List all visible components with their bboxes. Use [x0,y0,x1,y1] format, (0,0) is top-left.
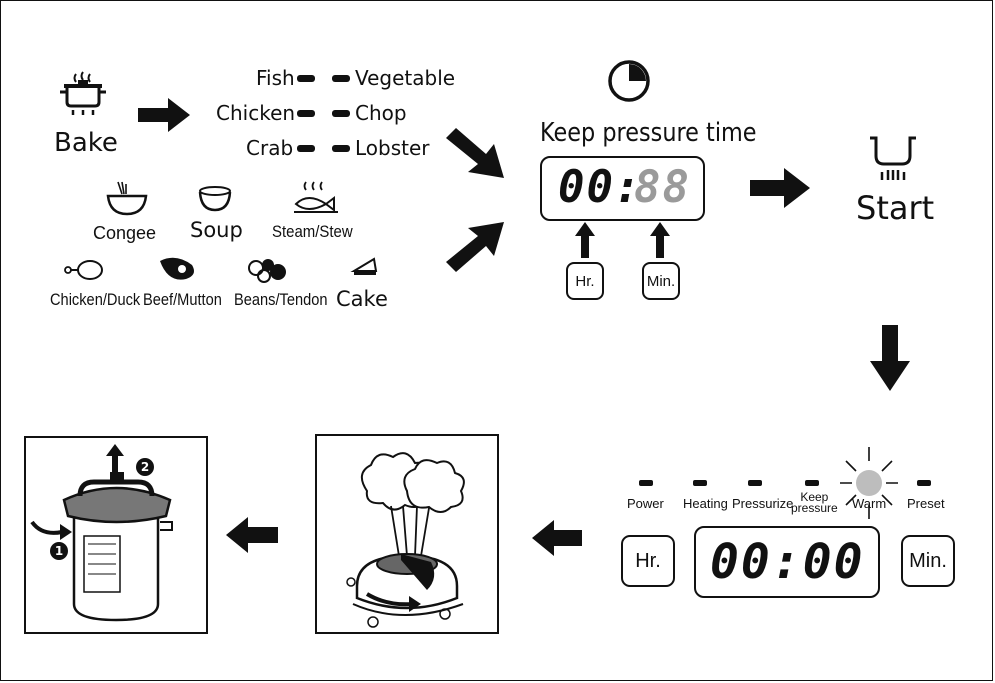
timer-display: 00 : 88 [540,156,705,221]
blinking-light-icon [840,447,898,519]
arrow-down-right-icon [446,128,504,178]
indicator-heating [693,480,707,486]
panel-display: 00:00 [694,526,880,598]
start-label: Start [856,189,935,227]
label-pressurize: Pressurize [732,496,794,511]
steam-release-valve-image [346,452,465,628]
program-soup: Soup [190,218,243,242]
beans-icon [248,259,286,283]
step-badge-1: 1 [50,542,68,560]
indicator-dash [332,145,350,152]
arrow-down-icon [870,325,910,391]
steam-fish-icon [294,181,338,213]
open-lid-panel: 2 1 [24,436,208,634]
cake-icon [350,257,378,275]
program-beef-mutton: Beef/Mutton [143,290,222,309]
meat-icon [160,257,194,280]
indicator-pressurize [748,480,762,486]
display-hours: 00 [558,162,615,213]
arrow-left-icon [226,517,278,553]
chicken-leg-icon [64,260,103,280]
program-chicken-duck: Chicken/Duck [50,290,141,309]
panel-display-time: 00:00 [710,534,865,590]
pot-burner-icon [870,136,916,180]
indicator-dash [297,110,315,117]
hour-button[interactable]: Hr. [621,535,675,587]
label-heating: Heating [683,496,728,511]
pressure-cooker-image [30,444,173,622]
indicator-preset [917,480,931,486]
keep-line: Keep [800,490,829,504]
congee-bowl-icon [106,181,148,216]
minute-button[interactable]: Min. [901,535,955,587]
label-preset: Preset [907,496,945,511]
indicator-keep-pressure [805,480,819,486]
display-colon: : [614,162,643,213]
food-vegetable: Vegetable [355,66,456,90]
bake-label: Bake [54,128,118,158]
step-badge-2: 2 [136,458,154,476]
food-lobster: Lobster [355,136,430,160]
pot-steam-icon [60,71,106,115]
arrow-up-icon [575,222,595,258]
arrow-right-icon [750,168,810,208]
keep-pressure-time-title: Keep pressure time [540,118,757,148]
food-crab: Crab [246,136,294,160]
indicator-dash [297,145,315,152]
food-chicken: Chicken [216,101,296,125]
program-steam-stew: Steam/Stew [272,222,353,241]
steam-release-panel [315,434,499,634]
timer-clock-icon [608,60,650,102]
arrow-right-icon [138,98,190,132]
food-chop: Chop [355,101,407,125]
soup-bowl-icon [198,186,232,212]
label-power: Power [627,496,664,511]
food-fish: Fish [256,66,295,90]
indicator-dash [297,75,315,82]
program-beans-tendon: Beans/Tendon [234,290,328,309]
indicator-dash [332,110,350,117]
arrow-up-right-icon [446,222,504,272]
display-minutes: 88 [634,162,691,213]
minute-button[interactable]: Min. [642,262,680,300]
program-cake: Cake [336,287,388,311]
hour-button[interactable]: Hr. [566,262,604,300]
pressure-line: pressure [791,501,838,515]
program-congee: Congee [93,223,157,243]
indicator-power [639,480,653,486]
arrow-left-icon [532,520,582,556]
arrow-up-icon [650,222,670,258]
label-warm: Warm [852,496,887,511]
indicator-dash [332,75,350,82]
